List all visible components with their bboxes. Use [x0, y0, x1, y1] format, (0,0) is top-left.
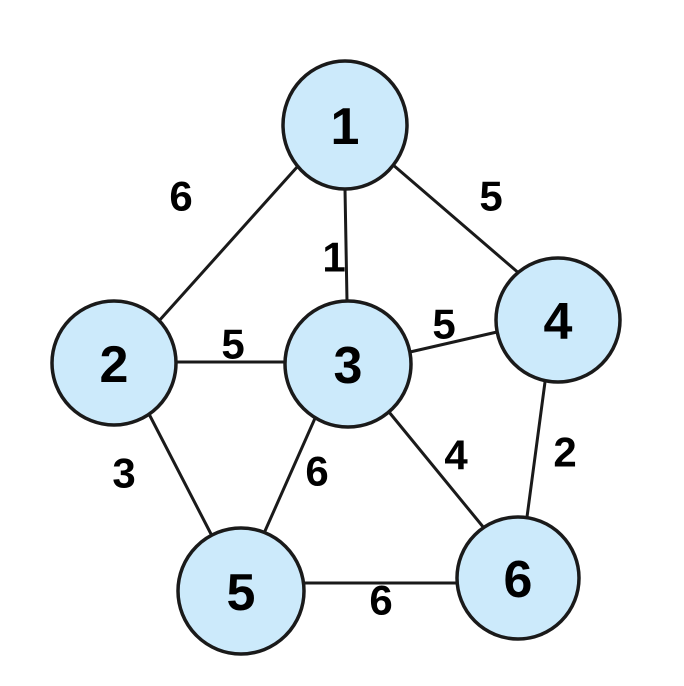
graph-edge-1-4	[390, 162, 523, 277]
graph-edge-3-4	[408, 330, 499, 354]
edge-weights-layer: 6 5 1 5 5 3 6 4 2 6	[112, 173, 576, 624]
nodes-layer: 1 2 3 4 5 6	[50, 59, 622, 656]
node-label-1: 1	[331, 98, 360, 156]
edge-weight-5-6: 6	[369, 577, 392, 624]
graph-edge-3-5	[263, 414, 318, 533]
graph-node-1[interactable]: 1	[281, 59, 409, 191]
edge-weight-4-6: 2	[553, 429, 576, 476]
graph-node-5[interactable]: 5	[176, 526, 306, 656]
graph-edge-3-6	[387, 410, 486, 530]
edges-layer	[147, 162, 547, 585]
node-circle-6[interactable]	[455, 515, 581, 641]
edge-weight-1-2: 6	[169, 173, 192, 220]
node-circle-5[interactable]	[176, 526, 306, 656]
node-circle-2[interactable]	[50, 299, 178, 427]
node-label-2: 2	[100, 336, 129, 394]
edge-weight-2-3: 5	[221, 321, 244, 368]
graph-edge-2-5	[147, 412, 213, 536]
graph-edge-1-2	[156, 164, 300, 324]
edge-weight-3-6: 4	[444, 432, 468, 479]
graph-node-4[interactable]: 4	[494, 256, 622, 384]
edge-weight-1-4: 5	[479, 173, 502, 220]
node-label-6: 6	[504, 551, 533, 609]
node-label-5: 5	[227, 564, 256, 622]
graph-edge-1-3	[343, 187, 349, 303]
graph-node-6[interactable]: 6	[455, 515, 581, 641]
edge-weight-3-4: 5	[432, 301, 455, 348]
node-label-3: 3	[334, 337, 363, 395]
node-circle-1[interactable]	[281, 59, 409, 191]
graph-node-2[interactable]: 2	[50, 299, 178, 427]
edge-weight-2-5: 3	[112, 450, 135, 497]
edge-weight-1-3: 1	[322, 234, 345, 281]
edge-weight-3-5: 6	[305, 448, 328, 495]
graph-node-3[interactable]: 3	[283, 299, 413, 429]
node-circle-4[interactable]	[494, 256, 622, 384]
node-circle-3[interactable]	[283, 299, 413, 429]
node-label-4: 4	[544, 293, 573, 351]
graph-edge-4-6	[525, 380, 547, 519]
